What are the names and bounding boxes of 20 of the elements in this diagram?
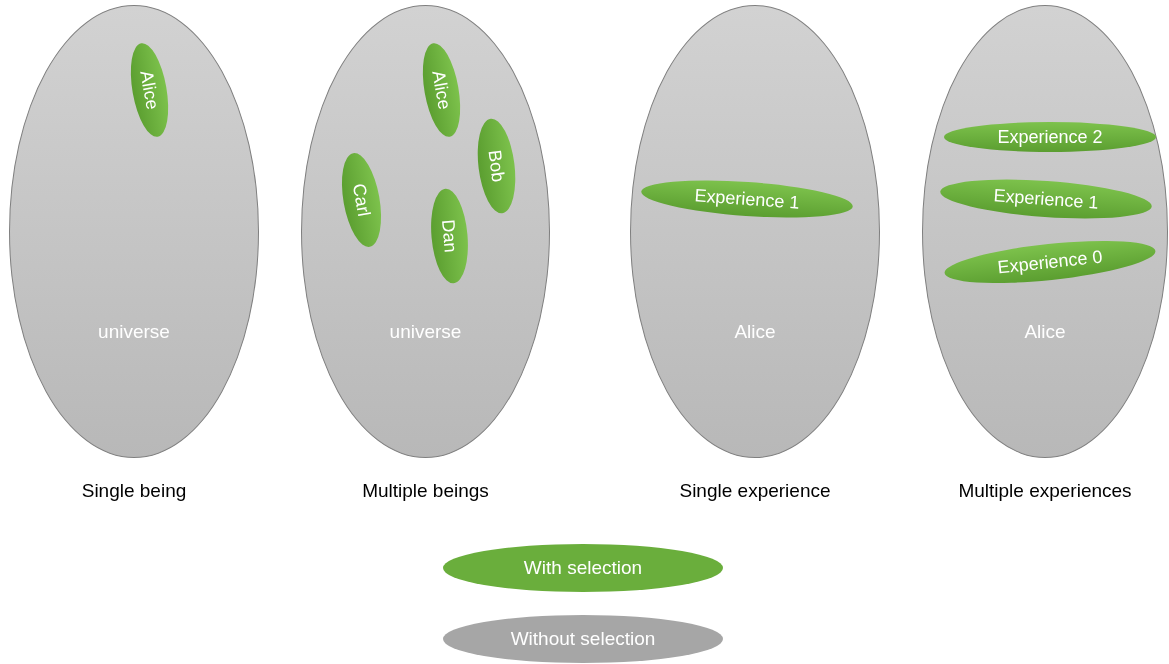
legend-label: Without selection (510, 628, 656, 650)
set-name-label: Multiple beings (362, 480, 489, 502)
name-label: Dan (437, 218, 461, 254)
name-label: Alice (427, 68, 455, 112)
name-label: Experience 1 (992, 184, 1100, 214)
name-label: Experience 1 (693, 184, 801, 214)
legend-label: With selection (523, 557, 643, 579)
set-label: Alice (1024, 321, 1066, 343)
name-label: Experience 0 (996, 246, 1104, 278)
set-label: Alice (734, 321, 776, 343)
set-name-label: Multiple experiences (958, 480, 1132, 502)
set-label: universe (98, 321, 170, 343)
set-name-label: Single being (81, 480, 187, 502)
name-label: Bob (483, 148, 509, 184)
name-label: Alice (135, 68, 163, 112)
name-label: Carl (347, 181, 375, 219)
set-name-label: Single experience (679, 480, 831, 502)
name-label: Experience 2 (997, 126, 1103, 148)
selection-ellipse (944, 122, 1156, 152)
set-label: universe (389, 321, 462, 343)
